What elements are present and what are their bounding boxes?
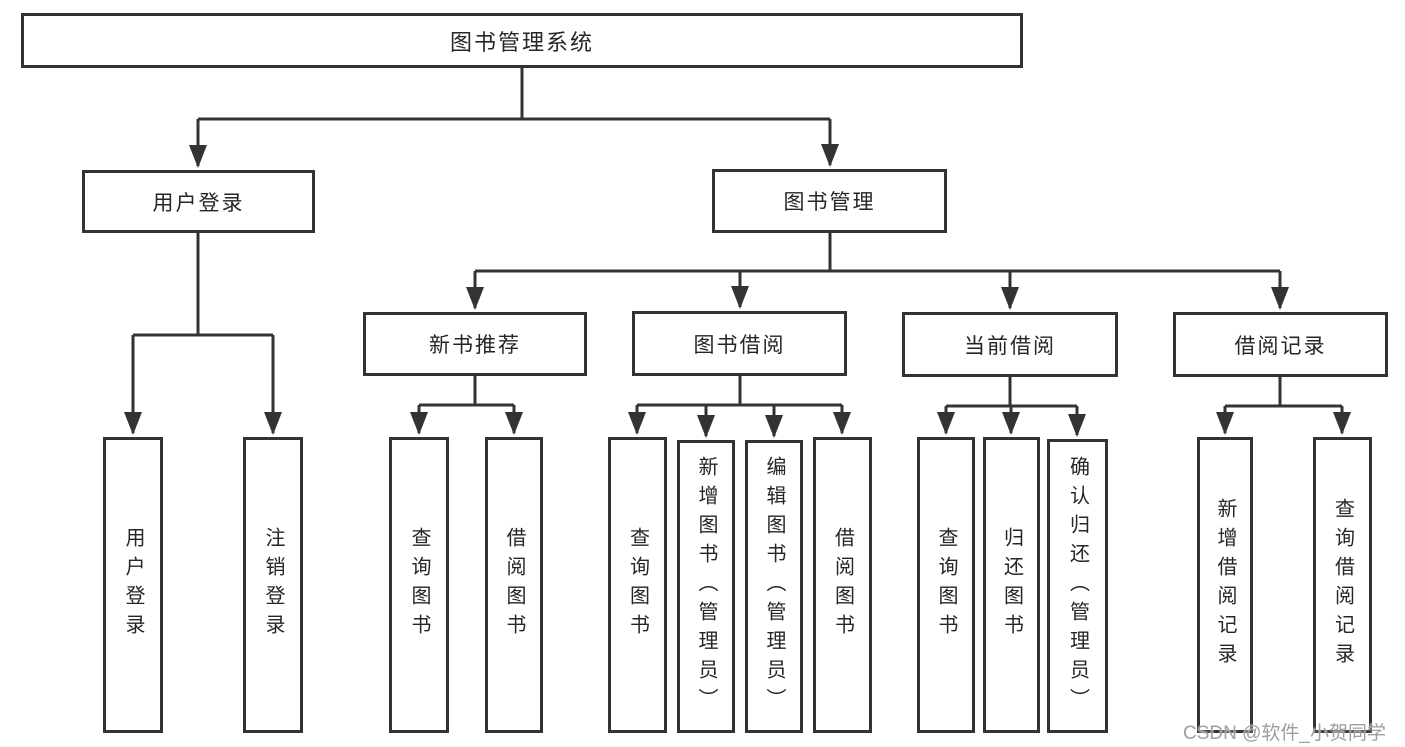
- node-book-borrowing: 图书借阅: [632, 311, 847, 376]
- leaf-label: 新增图书（管理员）: [695, 456, 717, 717]
- node-current-borrowing: 当前借阅: [902, 312, 1118, 377]
- leaf-label: 查询图书: [935, 527, 957, 643]
- leaf-add-book-admin: 新增图书（管理员）: [677, 440, 735, 733]
- leaf-edit-book-admin: 编辑图书（管理员）: [745, 440, 803, 733]
- leaf-label: 借阅图书: [831, 527, 854, 643]
- leaf-query-books: 查询图书: [389, 437, 449, 733]
- leaf-label: 编辑图书（管理员）: [763, 456, 785, 717]
- node-borrowing-records: 借阅记录: [1173, 312, 1388, 377]
- leaf-label: 查询图书: [626, 527, 649, 643]
- leaf-label: 注销登录: [262, 527, 284, 643]
- leaf-borrow-books: 借阅图书: [813, 437, 872, 733]
- leaf-label: 查询借阅记录: [1331, 498, 1354, 672]
- node-book-management: 图书管理: [712, 169, 947, 233]
- leaf-label: 用户登录: [122, 527, 144, 643]
- leaf-return-books: 归还图书: [983, 437, 1040, 733]
- leaf-query-borrow-record: 查询借阅记录: [1313, 437, 1372, 733]
- leaf-label: 查询图书: [408, 527, 430, 643]
- node-user-login: 用户登录: [82, 170, 315, 233]
- leaf-label: 借阅图书: [503, 527, 525, 643]
- leaf-logout: 注销登录: [243, 437, 303, 733]
- leaf-label: 归还图书: [1000, 527, 1023, 643]
- node-new-book-recommendation: 新书推荐: [363, 312, 587, 376]
- root-node: 图书管理系统: [21, 13, 1023, 68]
- leaf-query-books: 查询图书: [917, 437, 975, 733]
- leaf-confirm-return-admin: 确认归还（管理员）: [1047, 439, 1108, 733]
- leaf-user-login: 用户登录: [103, 437, 163, 733]
- leaf-query-books: 查询图书: [608, 437, 667, 733]
- leaf-label: 新增借阅记录: [1214, 498, 1236, 672]
- leaf-add-borrow-record: 新增借阅记录: [1197, 437, 1253, 733]
- watermark: CSDN @软件_小贺同学: [1183, 723, 1386, 744]
- leaf-borrow-books: 借阅图书: [485, 437, 543, 733]
- leaf-label: 确认归还（管理员）: [1066, 455, 1089, 717]
